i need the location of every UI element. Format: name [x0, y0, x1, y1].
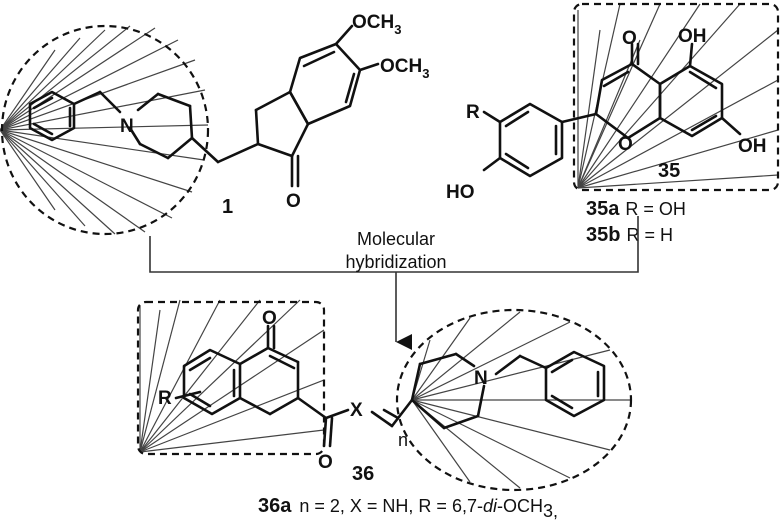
compound-1-och3-top: OCH3: [352, 12, 401, 37]
compound-36-x: X: [350, 400, 363, 421]
hybridization-connector: Molecular hybridization: [149, 216, 639, 350]
highlight-box-chromone: [572, 2, 780, 192]
compound-36-o-amide: O: [318, 452, 333, 473]
compound-35-r: R: [466, 102, 480, 123]
compound-35-ring-o: O: [618, 134, 633, 155]
compound-1-o: O: [286, 191, 301, 212]
compound-35-oh-top: OH: [678, 26, 707, 47]
compound-36-o-top: O: [262, 308, 277, 329]
compound-35-ho: HO: [446, 182, 475, 203]
compound-36-n-index: n: [398, 430, 408, 450]
compound-35-carbonyl-o: O: [622, 28, 637, 49]
compound-35-oh-right: OH: [738, 136, 767, 157]
process-line-1: Molecular: [357, 229, 435, 249]
compound-1-n: N: [120, 116, 134, 137]
compound-36-n: N: [474, 368, 488, 389]
highlight-circle-benzylpiperidine-36: [395, 308, 633, 492]
compound-1-label: 1: [222, 196, 233, 218]
compound-1-och3-bottom: OCH3: [380, 56, 429, 81]
compound-36-label: 36: [352, 463, 374, 485]
compound-1-structure: N O OCH3 OCH3 1: [0, 12, 429, 236]
compound-36-r: R: [158, 388, 172, 409]
highlight-box-naphthalenone: [136, 299, 326, 456]
process-line-2: hybridization: [345, 252, 446, 272]
compound-35-label: 35: [658, 160, 680, 182]
